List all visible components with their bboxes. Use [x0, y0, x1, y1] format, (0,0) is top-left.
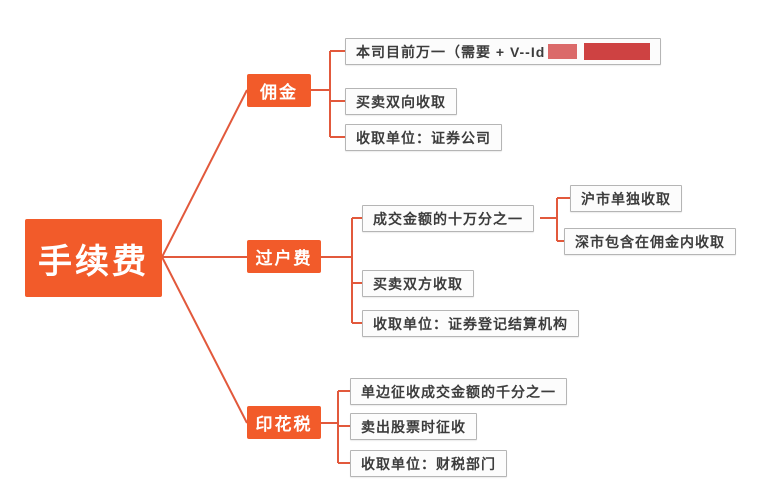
leaf-transfer-rate: 成交金额的十万分之一	[362, 205, 534, 232]
leaf-transfer-shanghai: 沪市单独收取	[570, 185, 682, 212]
stamp-connectors	[321, 390, 350, 464]
commission-connectors	[311, 50, 345, 138]
root-branch-connectors	[161, 89, 248, 424]
redaction-block-small	[548, 44, 578, 59]
leaf-transfer-shenzhen: 深市包含在佣金内收取	[564, 228, 736, 255]
leaf-stamp-collector: 收取单位：财税部门	[350, 450, 507, 477]
leaf-stamp-rate: 单边征收成交金额的千分之一	[350, 378, 567, 405]
redaction-block-large	[584, 43, 650, 60]
leaf-commission-rate-note: 本司目前万一（需要 + V--Id	[345, 38, 661, 65]
branch-node-commission: 佣金	[247, 74, 311, 107]
transfer-sub-connectors	[540, 197, 570, 242]
branch-node-transfer-fee: 过户费	[247, 240, 321, 273]
leaf-commission-bidirectional: 买卖双向收取	[345, 88, 457, 115]
root-node-fees: 手续费	[25, 219, 162, 297]
transfer-connectors	[321, 217, 362, 324]
leaf-commission-collector: 收取单位：证券公司	[345, 124, 502, 151]
leaf-transfer-collector: 收取单位：证券登记结算机构	[362, 310, 579, 337]
leaf-stamp-sell-only: 卖出股票时征收	[350, 413, 477, 440]
branch-node-stamp-duty: 印花税	[247, 406, 321, 439]
leaf-commission-rate-text: 本司目前万一（需要 + V--Id	[356, 43, 546, 60]
leaf-transfer-both-parties: 买卖双方收取	[362, 270, 474, 297]
